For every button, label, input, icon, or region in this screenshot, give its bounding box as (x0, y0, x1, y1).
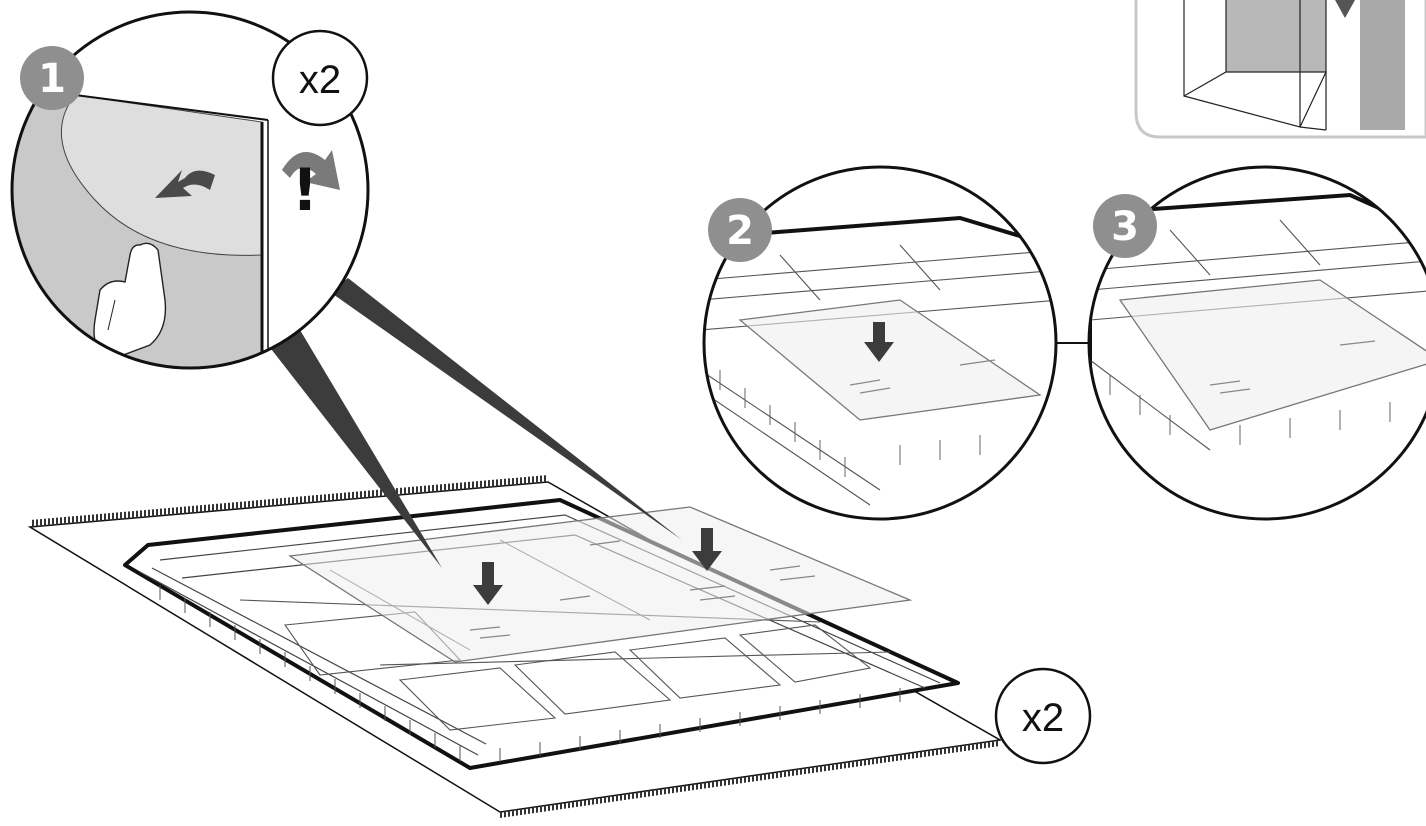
callout-pointer (268, 278, 682, 568)
step-1-multiplier: x2 (299, 58, 341, 102)
step-1-badge: 1 (20, 46, 84, 110)
step-2-number: 2 (726, 208, 754, 254)
step-3-number: 3 (1111, 204, 1139, 250)
warning-icon: ! (282, 150, 340, 224)
step-1-detail: ! 1 x2 (10, 10, 370, 370)
step-2-badge: 2 (708, 198, 772, 262)
tray-ribs-left (159, 585, 461, 761)
tray-ribs-bottom (499, 688, 901, 762)
film-sheet (288, 506, 913, 663)
assembly-multiplier-badge: x2 (994, 667, 1092, 765)
step-1-number: 1 (38, 56, 66, 102)
assembly-multiplier: x2 (1022, 696, 1064, 740)
peel-arrow-icon (155, 170, 215, 198)
reference-thumbnail (1134, 0, 1426, 139)
down-arrow-icon (692, 528, 722, 571)
down-arrow-icon (864, 322, 894, 362)
step-1-multiplier-badge: x2 (271, 29, 369, 127)
step-3-badge: 3 (1093, 194, 1157, 258)
warning-symbol: ! (292, 156, 318, 224)
step-2-detail: 2 (702, 165, 1058, 521)
step-3-detail: 3 (1087, 165, 1426, 521)
down-arrow-icon (473, 562, 503, 605)
